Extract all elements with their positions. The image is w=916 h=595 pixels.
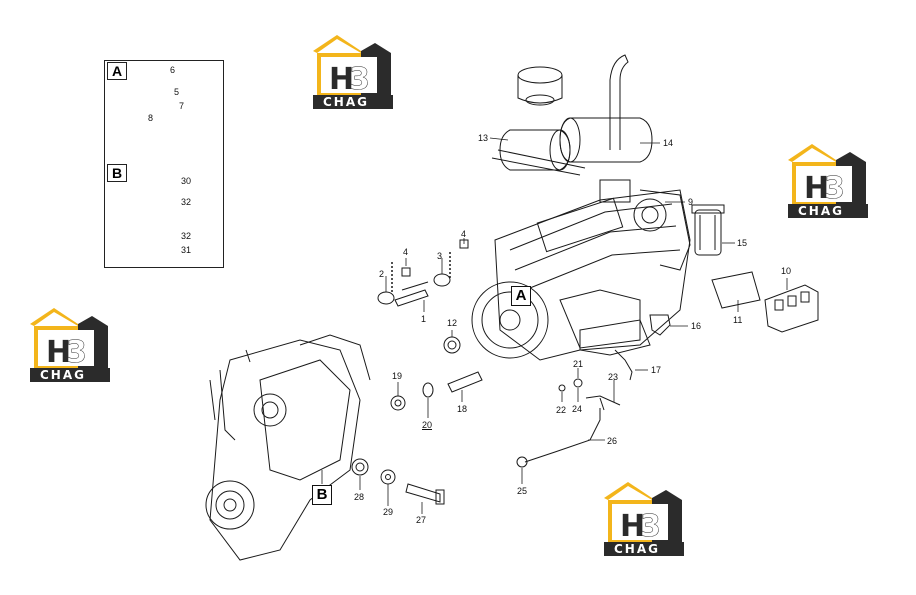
transmission-assembly bbox=[205, 334, 445, 561]
callout-label: 32 bbox=[181, 231, 192, 241]
svg-text:CHAG: CHAG bbox=[798, 204, 844, 218]
callout-label: 8 bbox=[148, 113, 154, 123]
callout-label: 21 bbox=[573, 359, 584, 369]
callout-label: 11 bbox=[733, 315, 743, 325]
callout-label: 25 bbox=[517, 486, 528, 496]
callout-label: 13 bbox=[478, 133, 489, 143]
svg-text:H: H bbox=[620, 509, 645, 544]
callout-label: 9 bbox=[688, 197, 694, 207]
callout-label: 23 bbox=[608, 372, 619, 382]
svg-text:3: 3 bbox=[640, 509, 661, 544]
callout-label: 29 bbox=[383, 507, 394, 517]
svg-text:CHAG: CHAG bbox=[614, 542, 660, 556]
callout-label: 32 bbox=[181, 197, 192, 207]
callout-label: 28 bbox=[354, 492, 365, 502]
callout-label: 17 bbox=[651, 365, 662, 375]
brand-logo: H 3 CHAG bbox=[788, 144, 868, 218]
callout-label: 6 bbox=[170, 65, 176, 75]
brand-logo: H 3 CHAG bbox=[604, 482, 684, 556]
callout-label: 16 bbox=[691, 321, 702, 331]
callout-label: 15 bbox=[737, 238, 748, 248]
callout-label: 26 bbox=[607, 436, 618, 446]
svg-text:H: H bbox=[329, 62, 354, 97]
detail-a-letter: A bbox=[107, 62, 127, 80]
callout-label: 10 bbox=[781, 266, 792, 276]
svg-text:3: 3 bbox=[824, 171, 845, 206]
callout-label: 3 bbox=[437, 251, 443, 261]
brand-logo: H 3 CHAG bbox=[313, 35, 393, 109]
callout-label: 2 bbox=[379, 269, 385, 279]
leader-lines bbox=[321, 137, 788, 514]
callout-label: 30 bbox=[181, 176, 192, 186]
svg-text:CHAG: CHAG bbox=[40, 368, 86, 382]
svg-text:CHAG: CHAG bbox=[323, 95, 369, 109]
brand-logo: H 3 CHAG bbox=[30, 308, 110, 382]
svg-text:3: 3 bbox=[349, 62, 370, 97]
callout-label: 19 bbox=[392, 371, 403, 381]
callout-label: 18 bbox=[457, 404, 468, 414]
callout-label: 5 bbox=[174, 87, 180, 97]
callout-label: 4 bbox=[403, 247, 409, 257]
transmission-ref-label: B bbox=[312, 485, 332, 505]
callout-label: 27 bbox=[416, 515, 427, 525]
callout-label: 31 bbox=[181, 245, 192, 255]
callout-label: 22 bbox=[556, 405, 567, 415]
engine-assembly bbox=[377, 54, 819, 468]
callout-label: 12 bbox=[447, 318, 458, 328]
callout-label: 7 bbox=[179, 101, 185, 111]
callout-label: 20 bbox=[422, 420, 433, 430]
svg-text:H: H bbox=[804, 171, 829, 206]
engine-ref-label: A bbox=[511, 286, 531, 306]
callout-label: 24 bbox=[572, 404, 583, 414]
detail-b-letter: B bbox=[107, 164, 127, 182]
svg-text:3: 3 bbox=[66, 335, 87, 370]
callout-label: 4 bbox=[461, 229, 467, 239]
callout-label: 1 bbox=[421, 314, 427, 324]
svg-text:H: H bbox=[46, 335, 71, 370]
detail-b-box: B bbox=[104, 163, 224, 268]
detail-a-box: A bbox=[104, 60, 224, 165]
callout-label: 14 bbox=[663, 138, 674, 148]
